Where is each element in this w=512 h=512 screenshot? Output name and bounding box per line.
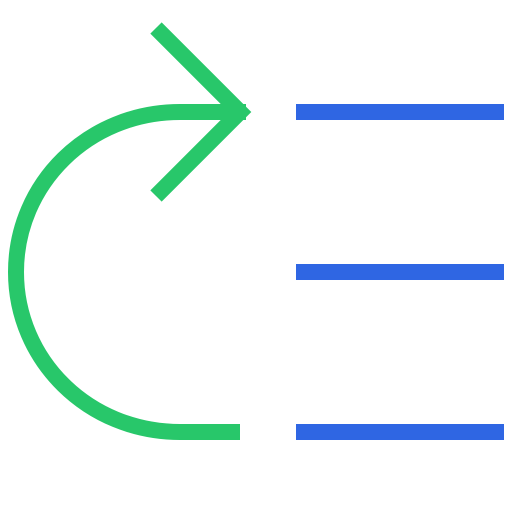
list-line-top [296, 104, 504, 120]
list-line-middle [296, 264, 504, 280]
arrow-head [150, 22, 252, 202]
arrow-curve [7, 104, 246, 440]
list-lines-icon [296, 104, 504, 440]
curved-arrow-icon [7, 22, 252, 440]
list-line-bottom [296, 424, 504, 440]
